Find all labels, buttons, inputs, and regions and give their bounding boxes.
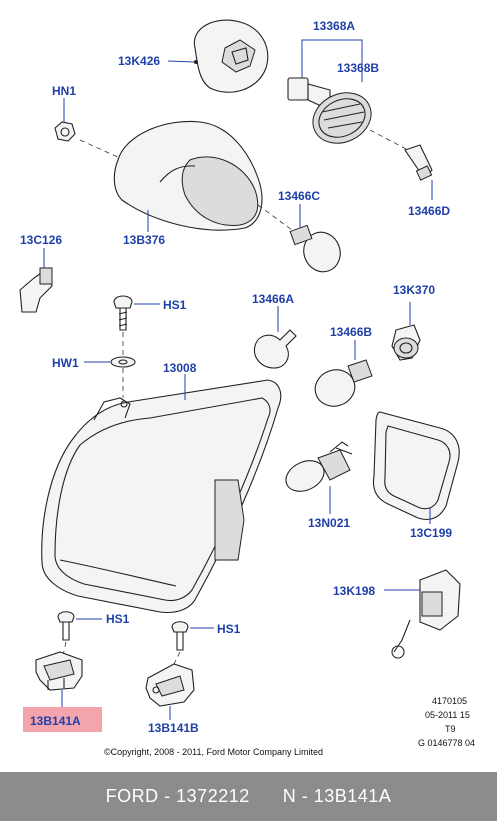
callout-13008: 13008 (163, 361, 197, 375)
screw-hs1-left (57, 611, 75, 641)
headlamp-13008 (41, 379, 282, 614)
callout-13368b: 13368B (337, 61, 379, 75)
callout-13466c: 13466C (278, 189, 320, 203)
callout-13k198: 13K198 (333, 584, 375, 598)
callout-hs1-top: HS1 (163, 298, 187, 312)
callout-hs1-left: HS1 (106, 612, 130, 626)
footer-spacer (250, 786, 283, 807)
callout-13n021: 13N021 (308, 516, 350, 530)
motor-13k198 (391, 569, 461, 659)
callout-13b141b: 13B141B (148, 721, 199, 735)
meta-line-2: 05-2011 15 (425, 710, 470, 720)
screw-hs1-top (113, 295, 133, 331)
washer-hw1 (110, 356, 136, 368)
callout-hs1-right: HS1 (217, 622, 241, 636)
copyright-text: ©Copyright, 2008 - 2011, Ford Motor Comp… (104, 747, 323, 757)
bulb-13466d (404, 144, 433, 181)
bulb-13n021 (285, 441, 353, 492)
callout-13c199: 13C199 (410, 526, 452, 540)
bulb-13466b (314, 359, 373, 407)
callout-hw1: HW1 (52, 356, 79, 370)
meta-line-1: 4170105 (432, 696, 467, 706)
meta-line-3: T9 (445, 724, 456, 734)
meta-line-4: G 0146778 04 (418, 738, 475, 748)
parts-diagram: 13K426 13368A 13368B 13466D HN1 13B376 1… (19, 19, 475, 757)
connector-13c126 (19, 267, 53, 313)
cover-13c199 (372, 411, 460, 521)
bulb-13466a (253, 329, 297, 369)
socket-13k426 (193, 19, 269, 93)
footer-bar: FORD - 1372212 N - 13B141A (0, 772, 497, 821)
callout-hn1: HN1 (52, 84, 76, 98)
callout-13466b: 13466B (330, 325, 372, 339)
footer-part-number: N - 13B141A (282, 786, 392, 806)
callout-13b376: 13B376 (123, 233, 165, 247)
callout-13k370: 13K370 (393, 283, 435, 297)
screw-hs1-right (171, 621, 189, 651)
callout-13466d: 13466D (408, 204, 450, 218)
socket-13k370 (391, 324, 421, 361)
bracket-13b141a (35, 651, 83, 691)
callout-13k426: 13K426 (118, 54, 160, 68)
side-repeater-13368b (287, 77, 372, 144)
callout-13368a: 13368A (313, 19, 355, 33)
housing-13b376 (113, 120, 263, 231)
highlight-13b141a (23, 707, 102, 732)
callout-13b141a[interactable]: 13B141A (30, 714, 81, 728)
callout-13c126: 13C126 (20, 233, 62, 247)
bracket-13b141b (145, 663, 195, 707)
footer-brand-part: FORD - 1372212 (105, 786, 250, 806)
callout-13466a: 13466A (252, 292, 294, 306)
nut-hn1 (54, 121, 76, 142)
bulb-13466c (289, 224, 341, 273)
